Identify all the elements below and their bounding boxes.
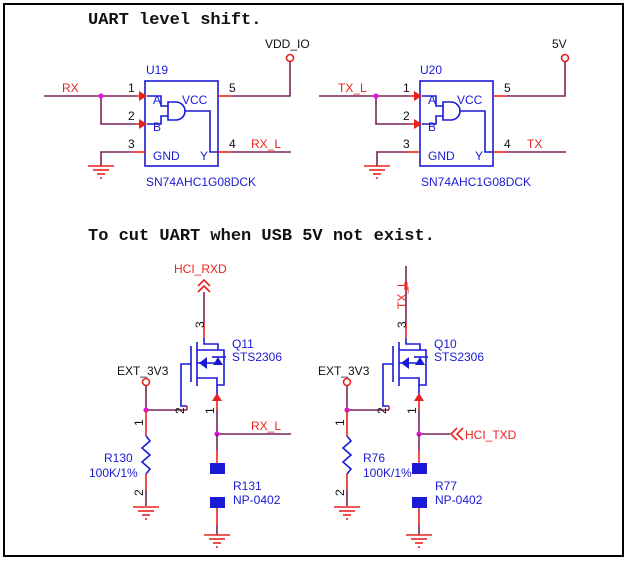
svg-text:2: 2 <box>403 109 410 123</box>
and-gate-icon <box>167 101 186 121</box>
net-label-ext-3v3-2: EXT_3V3 <box>318 364 370 378</box>
net-label-ext-3v3: EXT_3V3 <box>117 364 169 378</box>
resistor-pad-icon <box>412 497 427 508</box>
svg-text:2: 2 <box>173 407 187 414</box>
svg-text:3: 3 <box>193 321 207 328</box>
svg-text:4: 4 <box>229 137 236 151</box>
q11-part: STS2306 <box>232 350 282 364</box>
net-label-hci-txd: HCI_TXD <box>465 428 517 442</box>
q11-ref: Q11 <box>232 337 254 351</box>
svg-text:VCC: VCC <box>182 93 208 107</box>
svg-text:B: B <box>153 120 161 134</box>
svg-text:VCC: VCC <box>457 93 483 107</box>
r131-ref: R131 <box>233 479 262 493</box>
svg-text:4: 4 <box>504 137 511 151</box>
svg-text:2: 2 <box>375 407 389 414</box>
u19-ref: U19 <box>146 63 168 77</box>
svg-text:GND: GND <box>153 149 180 163</box>
net-label-tx-l-2: TX_L <box>395 280 409 309</box>
u20-level-shifter[interactable]: U20 TX_L 1 2 A B 3 GND Y VCC 5 5V 4 TX S… <box>319 37 570 189</box>
svg-text:1: 1 <box>128 81 135 95</box>
net-label-tx: TX <box>527 137 542 151</box>
svg-text:GND: GND <box>428 149 455 163</box>
q11-circuit[interactable]: HCI_RXD 3 Q11 STS2306 2 1 RX_L EXT_3V3 <box>89 262 291 548</box>
r76-ref: R76 <box>363 451 385 465</box>
and-gate-icon <box>442 101 461 121</box>
pin-arrow-icon <box>414 393 424 401</box>
u19-level-shifter[interactable]: U19 RX 1 2 A B 3 GND Y VCC 5 VDD_IO <box>44 37 310 189</box>
offpage-connector-icon <box>197 278 211 287</box>
svg-text:B: B <box>428 120 436 134</box>
pin-arrow-icon <box>212 393 222 401</box>
net-label-rx: RX <box>62 81 79 95</box>
offpage-connector-icon <box>449 427 458 441</box>
resistor-icon <box>140 435 152 475</box>
svg-text:1: 1 <box>132 419 146 426</box>
r131-value: NP-0402 <box>233 493 281 507</box>
q10-circuit[interactable]: TX_L 3 Q10 STS2306 2 1 HCI_TXD EXT_3V3 1 <box>318 266 517 548</box>
ground-icon <box>203 534 231 548</box>
svg-text:A: A <box>428 93 436 107</box>
svg-text:2: 2 <box>132 489 146 496</box>
ground-icon <box>363 165 391 179</box>
net-label-rx-l: RX_L <box>251 137 281 151</box>
svg-text:1: 1 <box>403 81 410 95</box>
q10-part: STS2306 <box>434 350 484 364</box>
junction <box>373 93 379 99</box>
r130-value: 100K/1% <box>89 466 138 480</box>
r130-ref: R130 <box>104 451 133 465</box>
svg-text:3: 3 <box>403 137 410 151</box>
pin-arrow-icon <box>414 119 422 129</box>
q10-ref: Q10 <box>434 337 457 351</box>
ground-icon <box>333 506 361 520</box>
r77-value: NP-0402 <box>435 493 483 507</box>
power-port-icon <box>560 53 570 63</box>
resistor-pad-icon <box>412 463 427 474</box>
u19-part: SN74AHC1G08DCK <box>146 175 256 189</box>
svg-text:5: 5 <box>229 81 236 95</box>
r76-value: 100K/1% <box>363 466 412 480</box>
svg-text:A: A <box>153 93 161 107</box>
u20-ref: U20 <box>420 63 442 77</box>
svg-text:5: 5 <box>504 81 511 95</box>
resistor-icon <box>341 435 353 475</box>
power-port-icon <box>285 53 295 63</box>
pin-arrow-icon <box>139 91 147 101</box>
net-label-rx-l-2: RX_L <box>251 419 281 433</box>
pin-arrow-icon <box>139 119 147 129</box>
power-port-icon <box>141 377 151 387</box>
net-label-tx-l: TX_L <box>338 81 367 95</box>
svg-text:1: 1 <box>203 407 217 414</box>
net-label-hci-rxd: HCI_RXD <box>174 262 227 276</box>
svg-text:1: 1 <box>333 419 347 426</box>
ground-icon <box>132 506 160 520</box>
title-cut-uart: To cut UART when USB 5V not exist. <box>88 227 435 246</box>
pin-arrow-icon <box>414 91 422 101</box>
svg-text:Y: Y <box>200 149 208 163</box>
net-label-vdd-io: VDD_IO <box>265 37 310 51</box>
net-label-5v: 5V <box>552 37 567 51</box>
junction <box>98 93 104 99</box>
resistor-pad-icon <box>210 497 225 508</box>
svg-text:3: 3 <box>128 137 135 151</box>
ground-icon <box>405 534 433 548</box>
u20-part: SN74AHC1G08DCK <box>421 175 531 189</box>
resistor-pad-icon <box>210 463 225 474</box>
ground-icon <box>87 165 115 179</box>
svg-text:3: 3 <box>395 321 409 328</box>
svg-text:2: 2 <box>333 489 347 496</box>
svg-text:Y: Y <box>475 149 483 163</box>
r77-ref: R77 <box>435 479 457 493</box>
title-level-shift: UART level shift. <box>88 11 261 30</box>
svg-text:2: 2 <box>128 109 135 123</box>
svg-text:1: 1 <box>405 407 419 414</box>
power-port-icon <box>342 377 352 387</box>
